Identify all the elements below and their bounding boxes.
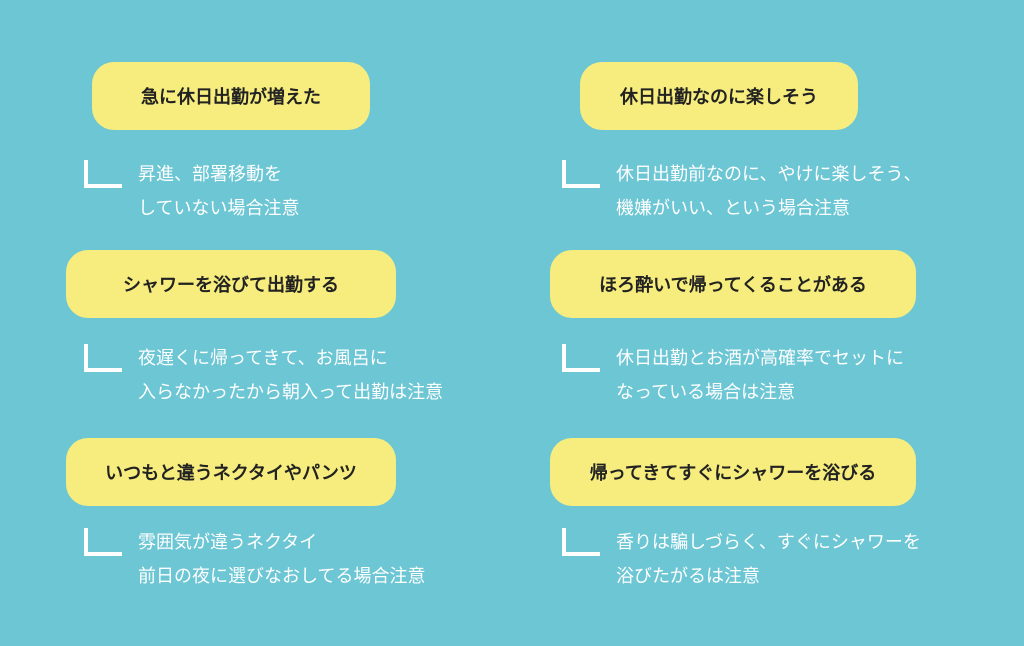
bracket-4 <box>562 344 600 372</box>
card-title-2: 休日出勤なのに楽しそう <box>580 62 858 130</box>
card-desc-5-line-2: 前日の夜に選びなおしてる場合注意 <box>138 566 426 587</box>
card-desc-6: 香りは騙しづらく、すぐにシャワーを 浴びたがるは注意 <box>616 526 921 594</box>
card-desc-6-line-1: 香りは騙しづらく、すぐにシャワーを <box>616 532 921 553</box>
card-title-4-text: ほろ酔いで帰ってくることがある <box>599 275 867 296</box>
card-desc-1-line-1: 昇進、部署移動を <box>138 164 282 185</box>
card-title-1-text: 急に休日出勤が増えた <box>141 87 321 108</box>
bracket-6 <box>562 528 600 556</box>
card-desc-3: 夜遅くに帰ってきて、お風呂に 入らなかったから朝入って出勤は注意 <box>138 342 443 410</box>
card-title-6-text: 帰ってきてすぐにシャワーを浴びる <box>589 463 877 484</box>
card-desc-4: 休日出勤とお酒が高確率でセットに なっている場合は注意 <box>616 342 904 410</box>
card-desc-5-line-1: 雰囲気が違うネクタイ <box>138 532 318 553</box>
card-desc-1: 昇進、部署移動を していない場合注意 <box>138 158 299 226</box>
bracket-2 <box>562 160 600 188</box>
card-desc-1-line-2: していない場合注意 <box>138 198 300 219</box>
card-desc-2-line-1: 休日出勤前なのに、やけに楽しそう、 <box>616 164 922 185</box>
card-desc-3-line-1: 夜遅くに帰ってきて、お風呂に <box>138 348 388 369</box>
card-title-4: ほろ酔いで帰ってくることがある <box>550 250 916 318</box>
card-desc-2-line-2: 機嫌がいい、という場合注意 <box>616 198 850 219</box>
bracket-5 <box>84 528 122 556</box>
card-title-3-text: シャワーを浴びて出勤する <box>123 275 339 296</box>
card-title-5-text: いつもと違うネクタイやパンツ <box>105 463 357 484</box>
card-desc-4-line-1: 休日出勤とお酒が高確率でセットに <box>616 348 904 369</box>
card-title-1: 急に休日出勤が増えた <box>92 62 370 130</box>
card-desc-6-line-2: 浴びたがるは注意 <box>616 566 760 587</box>
card-desc-2: 休日出勤前なのに、やけに楽しそう、 機嫌がいい、という場合注意 <box>616 158 921 226</box>
card-title-2-text: 休日出勤なのに楽しそう <box>620 87 818 108</box>
card-desc-4-line-2: なっている場合は注意 <box>616 382 796 403</box>
card-title-6: 帰ってきてすぐにシャワーを浴びる <box>550 438 916 506</box>
card-title-3: シャワーを浴びて出勤する <box>66 250 396 318</box>
bracket-1 <box>84 160 122 188</box>
bracket-3 <box>84 344 122 372</box>
card-desc-5: 雰囲気が違うネクタイ 前日の夜に選びなおしてる場合注意 <box>138 526 425 594</box>
card-desc-3-line-2: 入らなかったから朝入って出勤は注意 <box>138 382 444 403</box>
card-title-5: いつもと違うネクタイやパンツ <box>66 438 396 506</box>
